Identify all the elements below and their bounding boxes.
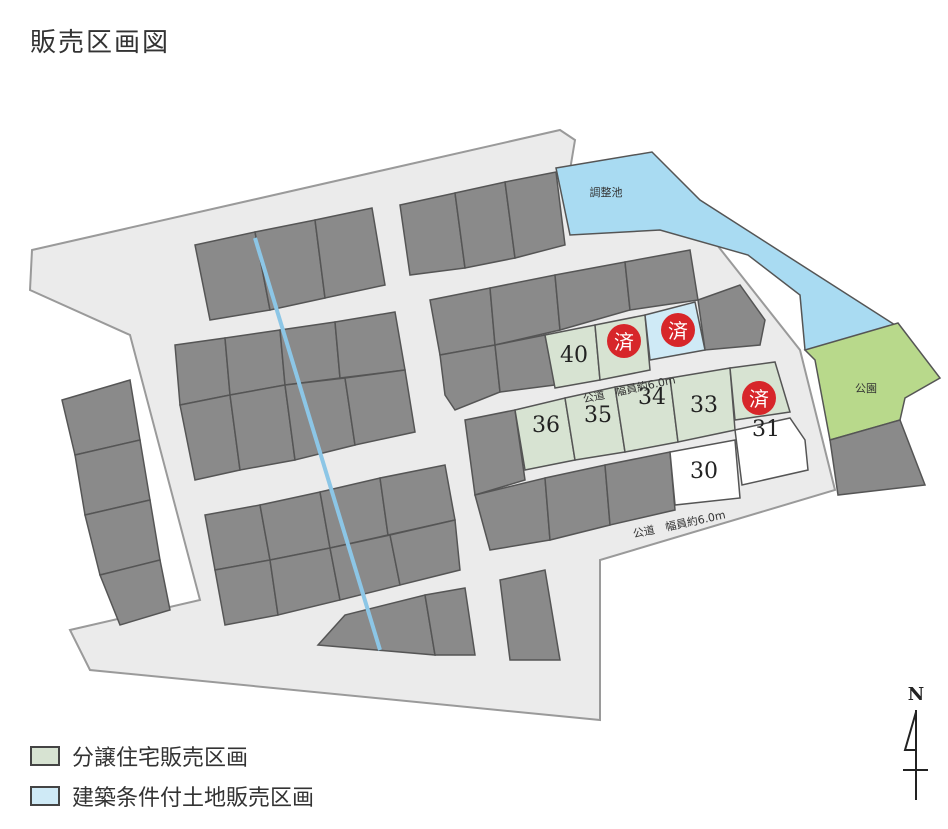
lot-31	[734, 417, 809, 486]
lot-group-southwest	[204, 464, 461, 626]
sold-badges: 済 済 済	[607, 313, 776, 415]
sold-badge-1	[607, 324, 641, 358]
lot-label-30: 30	[690, 459, 718, 484]
lot-label-36: 36	[532, 413, 560, 438]
lot-group-far-west	[61, 379, 171, 626]
pond-label: 調整池	[590, 185, 623, 199]
north-arrow-icon	[903, 710, 928, 800]
north-label: N	[908, 684, 924, 705]
park	[803, 322, 942, 441]
lot-group-for-sale	[514, 301, 809, 506]
lot-group-south	[316, 569, 561, 661]
lot-label-35: 35	[584, 403, 612, 428]
north-arrow: N	[903, 684, 928, 800]
lot-label-31: 31	[752, 417, 780, 442]
sold-badge-2	[661, 313, 695, 347]
lot-label-33: 33	[690, 393, 718, 418]
legend-item-condition: 建築条件付土地販売区画	[30, 780, 314, 812]
lot-block-east	[829, 419, 927, 496]
legend-item-subdivision: 分譲住宅販売区画	[30, 740, 248, 772]
lot-group-north	[194, 171, 566, 321]
sold-badge-3	[742, 381, 776, 415]
page-title: 販売区画図	[30, 28, 171, 58]
legend-label-condition: 建築条件付土地販売区画	[72, 786, 315, 811]
legend-label-subdivision: 分譲住宅販売区画	[72, 746, 249, 771]
sold-badge-1-text: 済	[614, 330, 634, 354]
legend-swatch-subdivision	[30, 746, 60, 766]
lot-label-40: 40	[560, 343, 588, 368]
lot-group-east-lower	[464, 409, 676, 551]
lot-group-center-upper	[429, 249, 766, 411]
park-label: 公園	[855, 382, 877, 395]
drainage-channel	[253, 237, 382, 651]
legend-swatch-condition	[30, 786, 60, 806]
sold-badge-2-text: 済	[668, 319, 688, 343]
lot-label-34: 34	[638, 385, 666, 410]
lot-30	[669, 439, 741, 506]
sold-badge-3-text: 済	[749, 387, 769, 411]
